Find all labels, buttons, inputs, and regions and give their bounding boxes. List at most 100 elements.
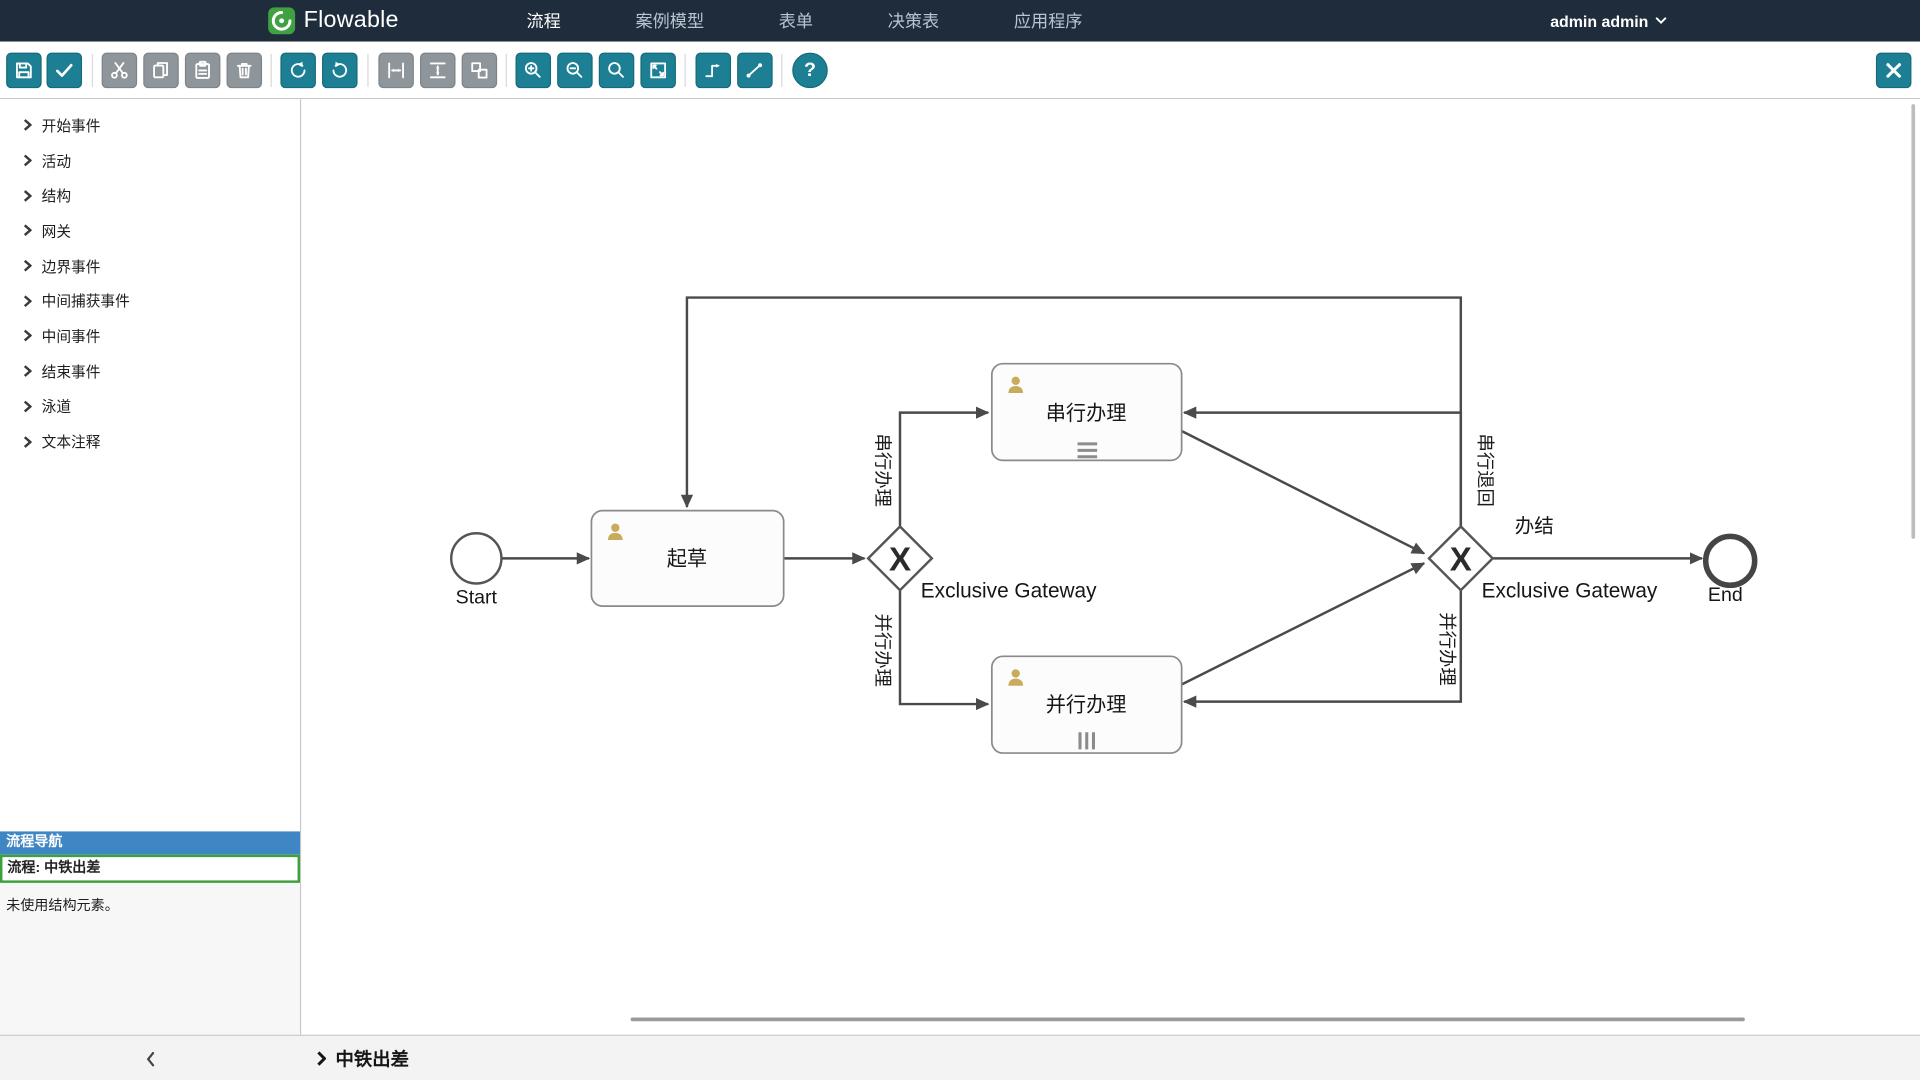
- palette-section-label: 开始事件: [42, 115, 101, 136]
- start-event[interactable]: [451, 533, 501, 583]
- palette-section-structural[interactable]: 结构: [0, 178, 300, 213]
- close-button[interactable]: [1876, 53, 1912, 89]
- end-event[interactable]: [1706, 536, 1755, 585]
- user-name: admin admin: [1550, 12, 1648, 30]
- paste-button[interactable]: [185, 53, 221, 89]
- chevron-right-icon: [23, 119, 32, 131]
- gateway-x-marker: X: [1450, 542, 1472, 579]
- zoom-actual-button[interactable]: [599, 53, 635, 89]
- same-size-icon: [469, 60, 490, 81]
- copy-button[interactable]: [143, 53, 179, 89]
- horizontal-scrollbar[interactable]: [631, 1018, 1745, 1022]
- add-flow-button[interactable]: [696, 53, 732, 89]
- palette-sidebar: 开始事件 活动 结构 网关 边界事件 中间捕获事件 中间事件 结束事件: [0, 99, 300, 831]
- help-button[interactable]: ?: [792, 53, 828, 89]
- palette-section-label: 泳道: [42, 396, 71, 417]
- copy-icon: [151, 60, 172, 81]
- vertical-scrollbar[interactable]: [1911, 104, 1915, 539]
- palette-section-gateways[interactable]: 网关: [0, 213, 300, 248]
- toolbar-separator: [271, 54, 272, 87]
- bpmn-diagram: Start 起草 X Exclusive Gateway 串行办理: [301, 99, 1920, 1035]
- nav-tab-apps[interactable]: 应用程序: [1011, 0, 1084, 42]
- task-parallel[interactable]: 并行办理: [992, 656, 1182, 753]
- same-size-button[interactable]: [462, 53, 498, 89]
- toolbar-separator: [684, 54, 685, 87]
- main-nav: 流程 案例模型 表单 决策表 应用程序: [524, 0, 1085, 42]
- flow-serial-to-gateway2[interactable]: [1182, 431, 1424, 553]
- add-flow-icon: [703, 60, 724, 81]
- palette-section-start-events[interactable]: 开始事件: [0, 108, 300, 143]
- palette-section-activities[interactable]: 活动: [0, 143, 300, 178]
- palette-section-intermediate-events[interactable]: 中间事件: [0, 319, 300, 354]
- chevron-left-icon: [146, 1051, 156, 1066]
- validate-button[interactable]: [47, 53, 83, 89]
- palette-section-text-annotation[interactable]: 文本注释: [0, 424, 300, 459]
- chevron-down-icon: [1656, 17, 1667, 24]
- task-serial-label: 串行办理: [1046, 402, 1127, 425]
- palette-section-label: 结构: [42, 185, 71, 206]
- start-event-label: Start: [456, 587, 498, 609]
- flowable-logo-icon: [268, 7, 295, 34]
- chevron-right-icon: [23, 189, 32, 201]
- flow-parallel-return[interactable]: [1184, 590, 1461, 701]
- palette-section-label: 文本注释: [42, 431, 101, 452]
- zoom-in-icon: [523, 60, 544, 81]
- end-event-label: End: [1708, 584, 1743, 606]
- edit-flow-button[interactable]: [737, 53, 773, 89]
- help-icon: ?: [804, 59, 816, 81]
- flowable-logo[interactable]: Flowable: [268, 0, 399, 42]
- distribute-vertical-button[interactable]: [420, 53, 456, 89]
- chevron-right-icon: [23, 225, 32, 237]
- palette-section-end-events[interactable]: 结束事件: [0, 354, 300, 389]
- nav-tab-forms[interactable]: 表单: [776, 0, 815, 42]
- flow-serial-label: 串行办理: [873, 433, 894, 506]
- current-process-item[interactable]: 流程: 中铁出差: [0, 855, 300, 883]
- cut-button[interactable]: [102, 53, 138, 89]
- chevron-right-icon: [23, 154, 32, 166]
- delete-button[interactable]: [227, 53, 263, 89]
- bottom-bar: 中铁出差: [0, 1035, 1920, 1080]
- palette-section-boundary-events[interactable]: 边界事件: [0, 248, 300, 283]
- flow-serial-branch[interactable]: [900, 413, 988, 527]
- flow-parallel-to-gateway2[interactable]: [1182, 563, 1424, 684]
- flowable-logo-text: Flowable: [304, 7, 399, 34]
- redo-button[interactable]: [280, 53, 316, 89]
- close-icon: [1883, 60, 1904, 81]
- distribute-horizontal-button[interactable]: [378, 53, 414, 89]
- zoom-fit-button[interactable]: [640, 53, 676, 89]
- flow-parallel-branch[interactable]: [900, 590, 988, 704]
- task-draft[interactable]: 起草: [591, 511, 783, 607]
- user-menu[interactable]: admin admin: [1550, 0, 1667, 42]
- chevron-right-icon: [23, 435, 32, 447]
- process-title[interactable]: 中铁出差: [316, 1036, 409, 1080]
- palette-section-label: 中间捕获事件: [42, 291, 130, 312]
- nav-tab-decision-tables[interactable]: 决策表: [885, 0, 941, 42]
- editor-toolbar: ?: [0, 42, 1920, 100]
- zoom-fit-icon: [648, 60, 669, 81]
- task-serial[interactable]: 串行办理: [992, 364, 1182, 461]
- undo-button[interactable]: [322, 53, 358, 89]
- redo-icon: [288, 60, 309, 81]
- toolbar-separator: [367, 54, 368, 87]
- zoom-actual-icon: [606, 60, 627, 81]
- diagram-canvas[interactable]: Start 起草 X Exclusive Gateway 串行办理: [301, 99, 1920, 1035]
- zoom-in-button[interactable]: [516, 53, 552, 89]
- flow-serial-return[interactable]: [1184, 413, 1461, 527]
- nav-tab-case-models[interactable]: 案例模型: [633, 0, 706, 42]
- nav-tab-processes[interactable]: 流程: [524, 0, 563, 42]
- palette-section-label: 网关: [42, 220, 71, 241]
- check-icon: [54, 60, 75, 81]
- zoom-out-button[interactable]: [557, 53, 593, 89]
- save-button[interactable]: [6, 53, 42, 89]
- save-icon: [13, 60, 34, 81]
- sidebar-collapse-button[interactable]: [135, 1036, 167, 1080]
- structure-note: 未使用结构元素。: [0, 883, 300, 927]
- process-title-label: 中铁出差: [336, 1046, 409, 1072]
- distribute-vertical-icon: [427, 60, 448, 81]
- distribute-horizontal-icon: [386, 60, 407, 81]
- task-draft-label: 起草: [667, 548, 707, 571]
- palette-section-swimlanes[interactable]: 泳道: [0, 389, 300, 424]
- gateway1-label: Exclusive Gateway: [921, 580, 1097, 603]
- palette-section-intermediate-catching-events[interactable]: 中间捕获事件: [0, 283, 300, 318]
- flow-complete-label: 办结: [1515, 516, 1554, 538]
